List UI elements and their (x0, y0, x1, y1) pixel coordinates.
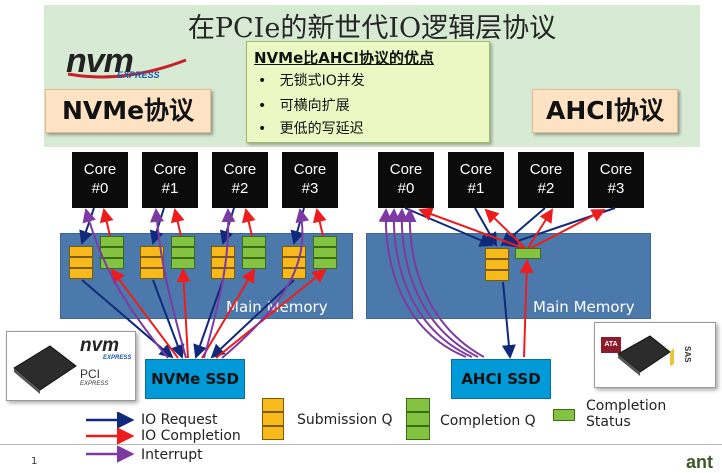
advantage-text: 无锁式IO并发 (279, 73, 365, 89)
nvme-io-completion-arrows (99, 208, 327, 237)
nvm-logo-swoosh (67, 58, 187, 79)
nvme-io-request-arrows (79, 207, 305, 245)
page-number: 1 (31, 456, 38, 467)
legend-interrupt: Interrupt (141, 447, 203, 463)
bullet: • (258, 73, 267, 89)
nvme-core-2: Core #2 (212, 152, 268, 208)
advantage-item: • 可横向扩展 (258, 95, 350, 115)
core-number: #3 (607, 180, 625, 197)
slide-title: 在PCIe的新世代IO逻辑层协议 (187, 13, 557, 44)
ahci-protocol-label: AHCI协议 (532, 89, 678, 133)
ahci-core-2: Core #2 (518, 152, 574, 208)
advantages-title: NVMe比AHCI协议的优点 (254, 49, 435, 67)
ahci-io-completion-arrows (418, 207, 606, 249)
bullet: • (258, 98, 267, 114)
ahci-core-3: Core #3 (588, 152, 644, 208)
footer-divider (0, 444, 722, 445)
ahci-ssd: AHCI SSD (451, 359, 551, 399)
nvm-logo-text: nvm (66, 42, 134, 80)
nvme-protocol-label: NVMe协议 (45, 89, 211, 133)
legend-completion-q: Completion Q (440, 413, 536, 429)
nvme-ssd-to-cq-arrows (110, 268, 327, 359)
advantage-item: • 更低的写延迟 (258, 118, 364, 138)
ahci-sq-to-ssd-arrow (501, 281, 516, 359)
legend-completion-status: Completion Status (586, 398, 667, 430)
ahci-completion-status (515, 248, 541, 259)
core-label: Core (389, 161, 423, 178)
ahci-core-0: Core #0 (378, 152, 434, 208)
nvme-photo-logo-sub: EXPRESS (103, 355, 132, 361)
core-number: #3 (301, 180, 319, 197)
core-label: Core (293, 161, 327, 178)
core-number: #2 (231, 180, 249, 197)
core-number: #2 (537, 180, 555, 197)
bullet: • (258, 121, 267, 137)
legend-arrows (86, 412, 135, 463)
ata-badge: ATA (601, 337, 621, 353)
core-number: #0 (397, 180, 415, 197)
footer-brand: ant (686, 452, 713, 472)
advantage-text: 更低的写延迟 (279, 121, 364, 137)
nvme-interrupt-arrows (82, 208, 310, 359)
nvm-express-logo: nvm (66, 42, 134, 81)
ahci-ssd-to-status-arrow (519, 259, 534, 358)
core-number: #0 (91, 180, 109, 197)
core-label: Core (459, 161, 493, 178)
legend-io-completion: IO Completion (141, 428, 241, 444)
legend-io-request: IO Request (141, 412, 218, 428)
nvme-photo-logo: nvm (80, 335, 120, 356)
legend-completion-status-icon (553, 409, 575, 421)
core-label: Core (153, 161, 187, 178)
ahci-core-1: Core #1 (448, 152, 504, 208)
nvme-core-0: Core #0 (72, 152, 128, 208)
core-number: #1 (467, 180, 485, 197)
nvme-drive-image (13, 345, 77, 394)
ahci-interrupt-arrows (378, 208, 485, 358)
advantage-text: 可横向扩展 (279, 98, 350, 114)
advantage-item: • 无锁式IO并发 (258, 70, 365, 90)
nvme-ssd: NVMe SSD (145, 359, 245, 399)
core-label: Core (223, 161, 257, 178)
core-label: Core (599, 161, 633, 178)
ahci-io-request-arrows (404, 207, 616, 248)
nvme-completion-queue (100, 236, 124, 269)
core-number: #1 (161, 180, 179, 197)
core-label: Core (83, 161, 117, 178)
nvme-completion-queue (313, 236, 337, 269)
pci-express-logo: PCI (80, 367, 101, 381)
nvme-core-3: Core #3 (282, 152, 338, 208)
ahci-drive-image (617, 335, 674, 376)
nvme-main-memory-label: Main Memory (226, 298, 328, 316)
nvme-submission-queue (69, 246, 93, 279)
ahci-main-memory-label: Main Memory (533, 298, 635, 316)
advantages-box (246, 41, 490, 143)
pci-express-sub: EXPRESS (80, 381, 109, 387)
sas-label: SAS (683, 346, 692, 363)
legend-submission-q-icon (262, 398, 284, 440)
ahci-submission-queue (485, 248, 509, 281)
core-label: Core (529, 161, 563, 178)
nvm-logo-express: EXPRESS (117, 70, 160, 80)
nvme-core-1: Core #1 (142, 152, 198, 208)
legend-submission-q: Submission Q (297, 412, 393, 428)
legend-completion-q-icon (406, 398, 430, 440)
